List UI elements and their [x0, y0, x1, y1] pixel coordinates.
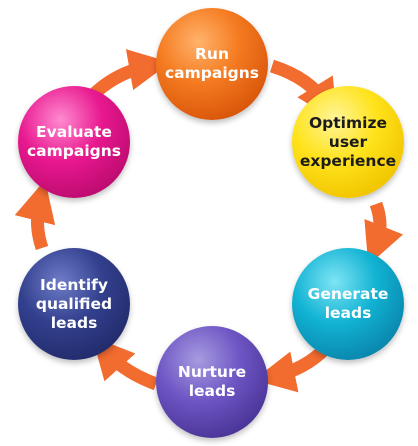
- node-nurture-leads: Nurture leads: [156, 326, 268, 438]
- arrow-nurture-to-identify: [92, 336, 159, 391]
- node-generate-leads: Generate leads: [292, 248, 404, 360]
- node-optimize-user-experience: Optimize user experience: [292, 86, 404, 198]
- node-evaluate-campaigns: Evaluate campaigns: [18, 86, 130, 198]
- arrow-generate-to-nurture: [253, 343, 331, 393]
- arrow-evaluate-to-run: [87, 49, 171, 101]
- arrow-optimize-to-generate: [364, 201, 404, 266]
- arrow-identify-to-evaluate: [14, 179, 56, 251]
- node-run-campaigns-label: Run campaigns: [164, 45, 260, 82]
- node-nurture-leads-label: Nurture leads: [177, 363, 247, 400]
- node-evaluate-campaigns-label: Evaluate campaigns: [26, 123, 122, 160]
- node-identify-qualified-leads-label: Identify qualified leads: [35, 275, 113, 332]
- node-identify-qualified-leads: Identify qualified leads: [18, 248, 130, 360]
- node-run-campaigns: Run campaigns: [156, 8, 268, 120]
- node-generate-leads-label: Generate leads: [307, 285, 389, 322]
- node-optimize-user-experience-label: Optimize user experience: [299, 113, 397, 170]
